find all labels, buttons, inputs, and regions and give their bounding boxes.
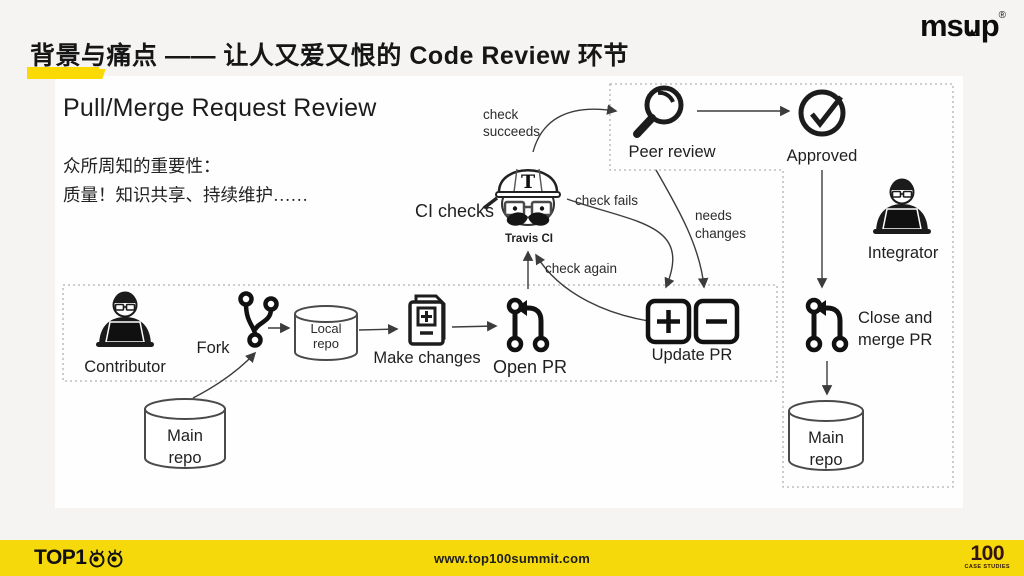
- registered-mark: ®: [998, 10, 1006, 21]
- msup-logo-u-arrow-icon: u: [962, 8, 982, 43]
- main-repo-right-icon: [788, 400, 864, 471]
- update-pr-icon: [645, 298, 740, 345]
- title-part-2: 让人又爱又恨的 Code Review 环节: [223, 42, 629, 70]
- make-changes-icon: [408, 294, 446, 346]
- main-repo-right-label-2: repo: [809, 451, 842, 469]
- footer-site-url: www.top100summit.com: [434, 550, 590, 566]
- check-again-label: check again: [545, 261, 617, 276]
- section-heading: Pull/Merge Request Review: [63, 94, 377, 122]
- arrow-check-again: [535, 253, 657, 323]
- title-part-1: 背景与痛点: [30, 42, 158, 70]
- top100-logo: TOP1: [34, 546, 126, 570]
- dashed-region-review: [609, 83, 954, 488]
- check-fails-label: check fails: [575, 193, 638, 208]
- arrow-needs-changes: [655, 169, 709, 289]
- main-repo-left-label-2: repo: [168, 449, 201, 467]
- arrow-main-repo-to-fork: [192, 351, 257, 399]
- travis-helmet-t: T: [521, 171, 535, 193]
- ci-checks-label: CI checks: [415, 201, 494, 221]
- case-studies-badge-number: 100: [970, 542, 1005, 565]
- make-changes-label: Make changes: [373, 349, 480, 367]
- peer-review-magnifier-icon: [633, 85, 684, 138]
- arrow-check-fails: [566, 198, 675, 289]
- arrow-make-changes-to-open-pr: [451, 320, 498, 332]
- body-text: 众所周知的重要性： 质量！知识共享、持续维护……: [63, 152, 308, 210]
- approved-check-icon: [798, 89, 846, 137]
- check-succeeds-label-1: check: [483, 107, 519, 122]
- title-dash: ——: [157, 42, 224, 70]
- travis-ci-label: Travis CI: [505, 233, 553, 245]
- fork-label: Fork: [197, 339, 231, 357]
- msup-logo-p: p: [980, 8, 1000, 43]
- local-repo-label-1: Local: [310, 321, 341, 336]
- footer-bar: TOP1 www.top100summit.com 100 CASE STUDI…: [0, 540, 1024, 576]
- case-studies-badge-sub: CASE STUDIES: [964, 564, 1010, 570]
- main-repo-left-icon: [144, 398, 226, 469]
- approved-label: Approved: [787, 147, 858, 165]
- travis-ci-mascot-icon: T: [482, 168, 561, 226]
- flow-arrows: [192, 104, 833, 399]
- contributor-label: Contributor: [84, 358, 166, 376]
- main-repo-right-label-1: Main: [808, 429, 844, 447]
- body-text-line2: 质量！知识共享、持续维护……: [63, 185, 308, 205]
- top100-eyes-icon: [89, 549, 123, 568]
- update-pr-label: Update PR: [652, 346, 733, 364]
- close-merge-label-1: Close and: [858, 309, 932, 327]
- msup-logo: msup®: [920, 8, 1006, 44]
- peer-review-label: Peer review: [628, 143, 715, 161]
- case-studies-badge: 100 CASE STUDIES: [965, 543, 1010, 571]
- fork-icon: [238, 291, 279, 348]
- arrow-check-succeeds: [532, 104, 618, 153]
- arrow-local-to-make-changes: [358, 323, 399, 335]
- main-repo-left-label-1: Main: [167, 427, 203, 445]
- needs-changes-label-2: changes: [695, 226, 746, 241]
- check-succeeds-label-2: succeeds: [483, 124, 540, 139]
- top100-logo-text: TOP1: [34, 546, 87, 569]
- close-merge-label-2: merge PR: [858, 331, 932, 349]
- local-repo-icon: [294, 305, 358, 361]
- title-highlighted-part: 背景与痛点: [27, 36, 158, 79]
- open-pr-label: Open PR: [493, 357, 567, 377]
- page-title: 背景与痛点 —— 让人又爱又恨的 Code Review 环节: [27, 36, 629, 79]
- dashed-region-contributor-flow: [62, 284, 778, 382]
- integrator-label: Integrator: [868, 244, 939, 262]
- needs-changes-label-1: needs: [695, 208, 732, 223]
- msup-logo-ms: ms: [919, 8, 964, 43]
- body-text-line1: 众所周知的重要性：: [63, 156, 221, 176]
- local-repo-label-2: repo: [313, 336, 339, 351]
